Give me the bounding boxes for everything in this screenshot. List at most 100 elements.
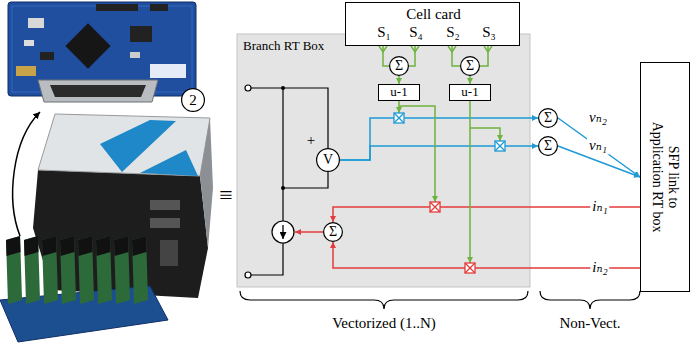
cell-card-box: Cell cardS₁ S₄ S₂ S₃ (345, 2, 520, 46)
cell-card-photo (24, 236, 40, 304)
cell-card-photo (78, 236, 93, 256)
current-source-symbol (272, 221, 294, 243)
cell-card-photo (42, 236, 57, 256)
terminal (245, 85, 251, 278)
multiplier-symbol (495, 141, 505, 151)
box-title: Cell card (406, 6, 461, 23)
cell-card-photo (24, 236, 39, 256)
pcb-photo (130, 52, 140, 58)
connector-layer (333, 46, 640, 268)
multiplier-symbol (430, 202, 440, 212)
circle-outline (461, 57, 480, 76)
multiplier-symbol (394, 113, 505, 273)
signal-wire (340, 146, 538, 160)
pin-label: S₂ (446, 24, 460, 41)
pcb-photo (150, 64, 186, 78)
brace-label: Vectorized (1..N) (332, 315, 436, 332)
brace (240, 291, 640, 309)
circle-outline (317, 149, 340, 172)
signal-wire (398, 76, 400, 84)
cell-card-photo (60, 236, 76, 304)
pcb-photo (38, 80, 158, 102)
pin-label: S₃ (482, 24, 496, 41)
switch-connector (411, 46, 419, 52)
rt-box-photo (160, 240, 178, 266)
transfer-block: u-1 (449, 84, 491, 101)
pcb-photo (8, 2, 196, 102)
multiplier-symbol (465, 263, 475, 273)
signal-wire (340, 118, 538, 160)
circle-outline (324, 223, 343, 242)
sum-junction: Σ (538, 108, 558, 128)
cell-card-photo (96, 236, 111, 256)
signal-name: vₙ₁ (587, 137, 609, 154)
sum-sign: Σ (544, 139, 552, 153)
signal-wire (383, 46, 389, 66)
pcb-photo (96, 4, 138, 11)
cell-card-photo (6, 236, 21, 256)
multiplier-symbol (394, 113, 404, 123)
junction-dot (281, 86, 285, 90)
gating-wire (470, 101, 500, 141)
junction-dot (281, 186, 285, 190)
block-label: u-1 (461, 85, 478, 100)
circle-outline (390, 57, 409, 76)
circle-outline (539, 137, 558, 156)
rt-box-photo (200, 118, 213, 248)
terminal (245, 272, 251, 278)
pin-label: S₄ (409, 24, 423, 41)
callout-number: 2 (181, 88, 205, 112)
circle-outline (539, 109, 558, 128)
circuit-wire (251, 243, 283, 275)
rt-box-photo (38, 114, 210, 176)
switch-connector (379, 46, 387, 52)
box-label: SFP link to Application RT box (649, 113, 681, 241)
multiplier-symbol (495, 141, 505, 151)
zoom-arrow (13, 112, 40, 236)
signal-wire (469, 76, 471, 84)
cell-card-photo (114, 236, 129, 256)
branch-box-panel (237, 34, 530, 287)
brace-label: Non-Vect. (559, 315, 620, 332)
cell-card-photo (42, 236, 58, 304)
brace (540, 291, 640, 309)
sum-junction: Σ (460, 56, 480, 76)
panel-title: Branch RT Box (243, 39, 324, 54)
polarity-mark: + (307, 132, 315, 149)
cell-card-photo (6, 236, 148, 304)
block-label: u-1 (390, 85, 407, 100)
brace (240, 291, 528, 309)
pcb-photo (130, 26, 152, 42)
gating-wire (398, 101, 400, 113)
cell-card-photo (132, 236, 148, 304)
terminal (245, 85, 251, 91)
sum-junction: Σ (323, 222, 343, 242)
cell-card-photo (6, 236, 22, 304)
cell-card-photo (60, 236, 75, 256)
pin-label: S₁ (377, 24, 391, 41)
cell-card-photo (132, 236, 147, 256)
signal-wire (558, 118, 640, 177)
pcb-photo (150, 4, 168, 11)
circuit-wire (282, 88, 283, 221)
switch-connector (484, 46, 492, 52)
current-source-symbol (272, 221, 294, 243)
circuit-wire (251, 88, 328, 148)
voltage-source: V (316, 148, 340, 172)
switch-connector (379, 46, 492, 52)
equivalence-sign: ≡ (219, 182, 233, 210)
cell-card-photo (114, 236, 130, 304)
current-source-symbol (282, 225, 283, 239)
current-command-wire (295, 231, 323, 233)
pcb-photo (28, 18, 44, 28)
multiplier-symbol (465, 263, 475, 273)
sum-sign: Σ (466, 59, 474, 73)
pcb-photo (16, 66, 36, 76)
sum-sign: Σ (544, 111, 552, 125)
source-label: V (323, 153, 333, 167)
rt-box-photo (150, 218, 180, 228)
pcb-photo (65, 23, 110, 68)
multiplier-symbol (394, 113, 404, 123)
